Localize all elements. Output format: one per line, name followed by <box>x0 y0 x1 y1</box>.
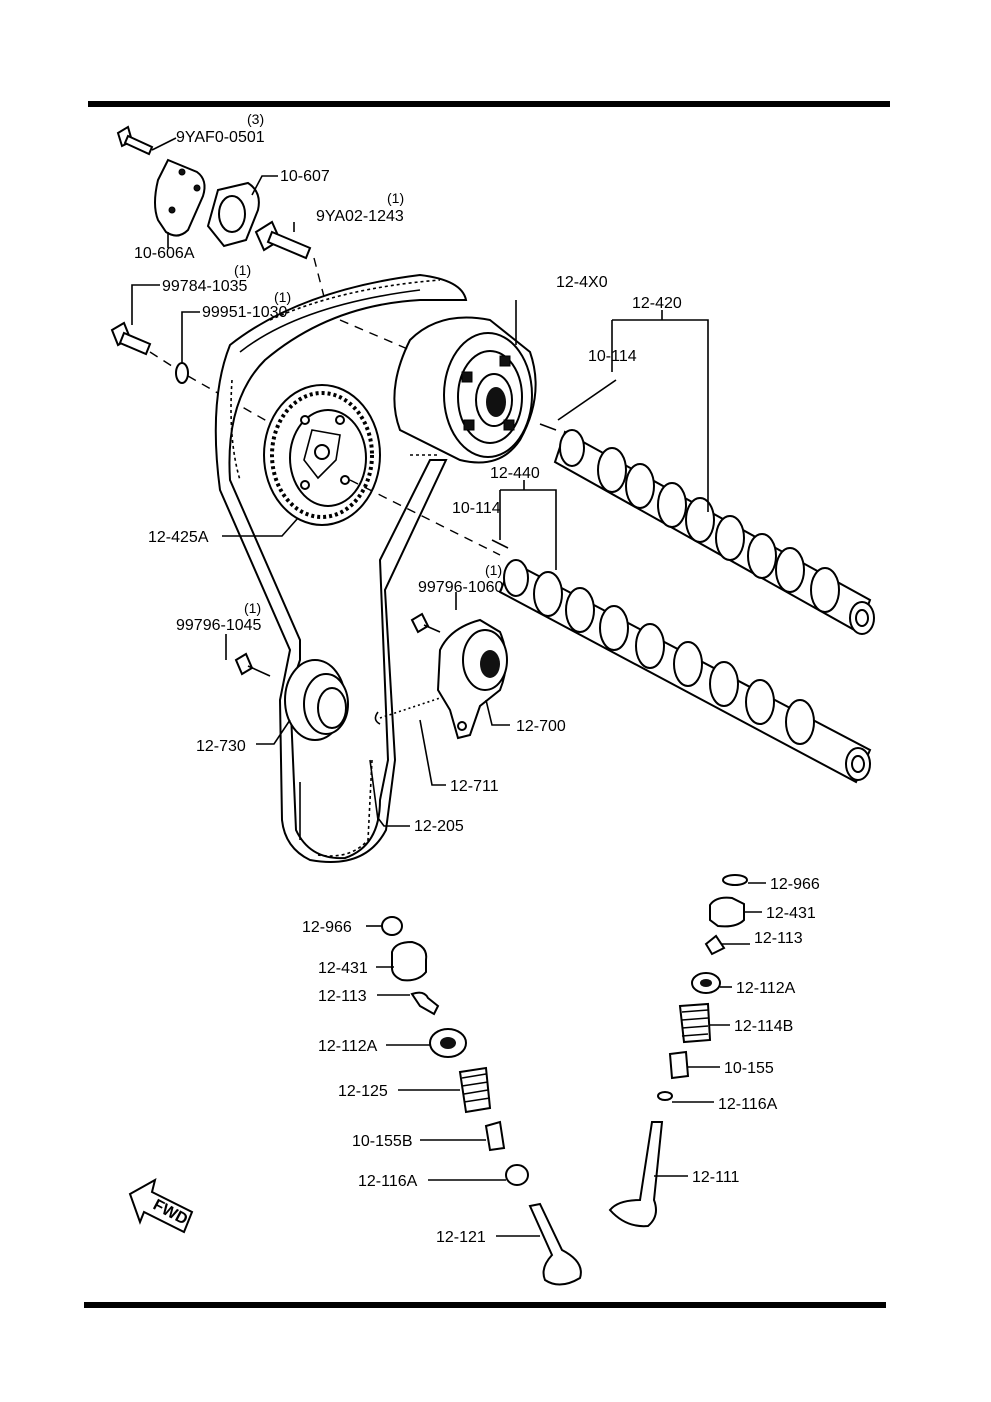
intake-camshaft-drawing <box>349 479 872 784</box>
label-l-valve: 12-121 <box>436 1229 486 1246</box>
label-r-spring: 12-114B <box>734 1018 793 1035</box>
cover-plate-drawing <box>154 158 206 248</box>
label-bolt-tensioner: 99796-1060 <box>418 579 504 596</box>
label-r-retainer: 12-112A <box>736 980 796 997</box>
label-bolt-pulley: 99784-1035 <box>162 278 248 295</box>
label-idler: 12-730 <box>196 738 246 755</box>
exhaust-camshaft-drawing <box>539 423 875 635</box>
label-r-valve: 12-111 <box>692 1169 740 1186</box>
label-r-seal: 10-155 <box>724 1060 774 1077</box>
label-r-tappet: 12-431 <box>766 905 816 922</box>
top-rule <box>88 101 890 107</box>
label-r-keeper: 12-113 <box>754 930 803 947</box>
label-pin-lower: 10-114 <box>452 500 501 517</box>
pulley-bolt-drawing <box>110 284 176 369</box>
tensioner-drawing <box>410 612 508 740</box>
label-washer: 99951-1030 <box>202 304 288 321</box>
gasket-drawing <box>206 175 278 248</box>
label-l-keeper: 12-113 <box>318 988 367 1005</box>
label-bolt-tensioner-qty: (1) <box>485 562 502 578</box>
fwd-arrow <box>128 1177 194 1234</box>
label-cover-plate: 10-606A <box>134 245 195 262</box>
label-l-retainer: 12-112A <box>318 1038 378 1055</box>
label-pin-upper: 10-114 <box>588 348 637 365</box>
washer-drawing <box>175 311 301 441</box>
label-l-seal: 10-155B <box>352 1133 413 1150</box>
left-valve-train-drawing <box>381 916 582 1286</box>
bottom-rule <box>84 1302 886 1308</box>
label-actuator: 12-4X0 <box>556 274 608 291</box>
label-bolt-cover-qty: (3) <box>247 111 264 127</box>
label-bolt-idler-qty: (1) <box>244 600 261 616</box>
label-l-seat: 12-116A <box>358 1173 418 1190</box>
label-belt: 12-205 <box>414 818 464 835</box>
label-exhaust-cam: 12-420 <box>632 295 682 312</box>
cam-pulley-drawing <box>263 384 381 526</box>
label-l-tappet-shim: 12-966 <box>302 919 352 936</box>
cover-bolt-drawing <box>116 125 177 156</box>
timing-belt-drawing <box>214 273 468 863</box>
label-r-tappet-shim: 12-966 <box>770 876 820 893</box>
label-washer-qty: (1) <box>274 289 291 305</box>
label-l-tappet: 12-431 <box>318 960 368 977</box>
label-bolt-pulley-qty: (1) <box>234 262 251 278</box>
label-bolt-cover: 9YAF0-0501 <box>176 129 265 146</box>
label-stud-bolt-qty: (1) <box>387 190 404 206</box>
idler-drawing <box>234 652 349 741</box>
label-r-seat: 12-116A <box>718 1096 778 1113</box>
label-l-spring: 12-125 <box>338 1083 388 1100</box>
right-valve-train-drawing <box>608 874 748 1228</box>
leader-lines <box>222 300 766 1237</box>
label-stud-bolt: 9YA02-1243 <box>316 208 404 225</box>
actuator-drawing <box>339 316 537 464</box>
label-gasket: 10-607 <box>280 168 330 185</box>
label-bolt-idler: 99796-1045 <box>176 617 262 634</box>
spring-drawing <box>374 697 441 725</box>
label-spring: 12-711 <box>450 778 499 795</box>
label-intake-cam: 12-440 <box>490 465 540 482</box>
label-tensioner: 12-700 <box>516 718 566 735</box>
label-cam-pulley: 12-425A <box>148 529 209 546</box>
